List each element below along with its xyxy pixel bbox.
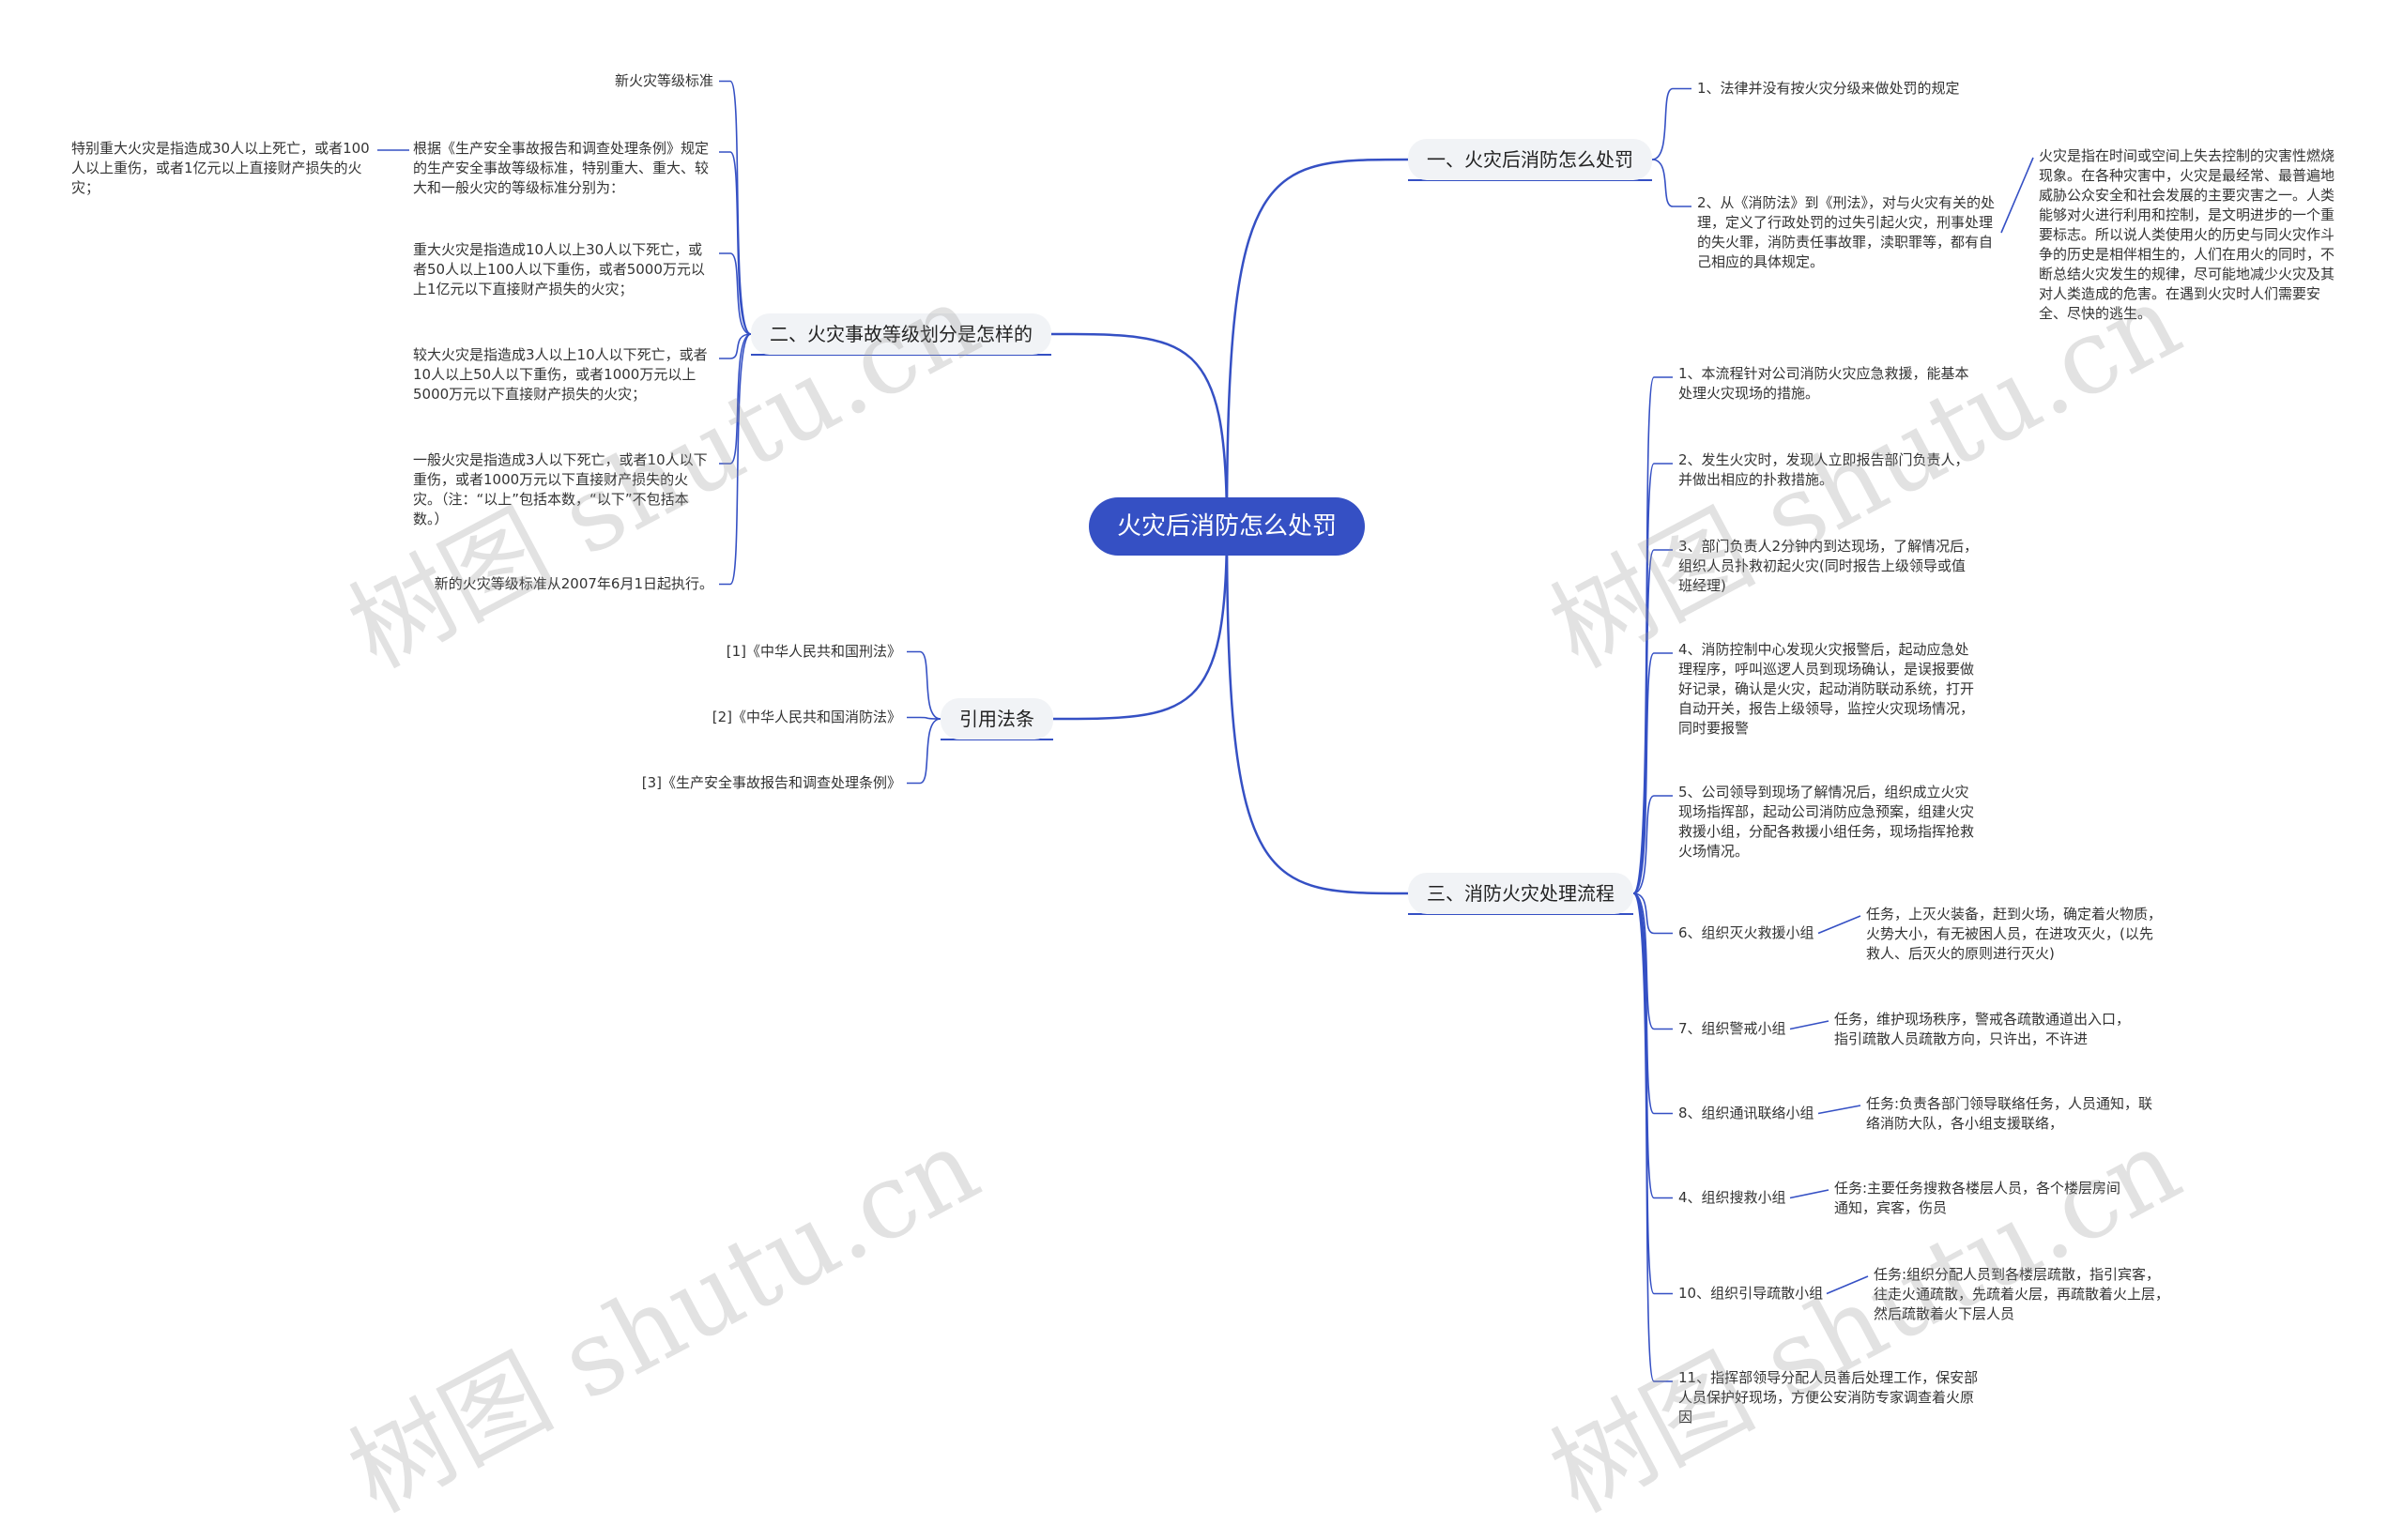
child-link	[1632, 892, 1673, 1295]
process-step[interactable]: 4、组织搜救小组	[1678, 1189, 1786, 1206]
connector-lines	[377, 80, 2034, 1382]
task-note[interactable]: 任务:组织分配人员到各楼层疏散，指引宾客，往走火通疏散，先疏着火层，再疏散着火上…	[1874, 1266, 2170, 1322]
level-subnote[interactable]: 特别重大火灾是指造成30人以上死亡，或者100人以上重伤，或者1亿元以上直接财产…	[71, 140, 370, 196]
process-step[interactable]: 6、组织灭火救援小组	[1678, 924, 1814, 941]
child-link	[719, 80, 752, 335]
child-link	[1632, 463, 1673, 894]
mindmap-canvas: 火灾后消防怎么处罚 一、火灾后消防怎么处罚 1、法律并没有按火灾分级来做处罚的规…	[71, 72, 2335, 1535]
process-step[interactable]: 8、组织通讯联络小组	[1678, 1105, 1814, 1121]
child-link	[1632, 892, 1673, 1382]
child-link	[907, 718, 941, 785]
child-link	[907, 650, 941, 720]
root-branch-link	[1052, 526, 1229, 721]
level-item[interactable]: 根据《生产安全事故报告和调查处理条例》规定的生产安全事故等级标准，特别重大、重大…	[413, 140, 710, 196]
task-note[interactable]: 任务:主要任务搜救各楼层人员，各个楼层房间通知，宾客，伤员	[1834, 1180, 2121, 1216]
note-link	[1789, 1020, 1829, 1030]
process-step[interactable]: 10、组织引导疏散小组	[1678, 1285, 1824, 1302]
child-link	[1651, 159, 1691, 207]
law-item[interactable]: [3]《生产安全事故报告和调查处理条例》	[641, 774, 901, 791]
note-link	[1817, 915, 1861, 935]
process-step[interactable]: 1、本流程针对公司消防火灾应急救援，能基本处理火灾现场的措施。	[1678, 365, 1969, 402]
child-link	[719, 252, 752, 335]
child-link	[1632, 549, 1673, 894]
child-link	[719, 151, 752, 335]
child-link	[719, 333, 752, 465]
root-branch-link	[1225, 526, 1409, 895]
process-step[interactable]: 11、指挥部领导分配人员善后处理工作，保安部人员保护好现场，方便公安消防专家调查…	[1678, 1369, 1979, 1426]
child-link	[719, 333, 752, 586]
penalty-item[interactable]: 2、从《消防法》到《刑法》，对与火灾有关的处理，定义了行政处罚的过失引起火灾，刑…	[1697, 194, 1996, 270]
note-link	[2000, 157, 2034, 234]
note-link	[1817, 1105, 1861, 1115]
level-item[interactable]: 较大火灾是指造成3人以上10人以下死亡，或者10人以上50人以下重伤，或者100…	[413, 346, 708, 403]
level-item[interactable]: 重大火灾是指造成10人以上30人以下死亡，或者50人以上100人以下重伤，或者5…	[413, 241, 705, 297]
task-note[interactable]: 任务:负责各部门领导联络任务，人员通知，联络消防大队，各小组支援联络，	[1866, 1095, 2153, 1132]
child-link	[1632, 892, 1673, 1030]
level-item[interactable]: 新火灾等级标准	[614, 72, 713, 89]
branch-cited-laws[interactable]: 引用法条	[941, 698, 1053, 740]
level-item[interactable]: 一般火灾是指造成3人以下死亡，或者10人以下重伤，或者1000万元以下直接财产损…	[413, 451, 708, 527]
child-link	[1632, 892, 1673, 935]
process-step[interactable]: 7、组织警戒小组	[1678, 1020, 1786, 1037]
note-link	[1789, 1189, 1829, 1199]
penalty-item[interactable]: 1、法律并没有按火灾分级来做处罚的规定	[1697, 80, 1960, 97]
root-node[interactable]: 火灾后消防怎么处罚	[1089, 497, 1366, 556]
task-note[interactable]: 任务，维护现场秩序，警戒各疏散通道出入口，指引疏散人员疏散方向，只许出，不许进	[1834, 1011, 2131, 1047]
process-step[interactable]: 5、公司领导到现场了解情况后，组织成立火灾现场指挥部，起动公司消防应急预案，组建…	[1678, 784, 1975, 860]
child-link	[1632, 652, 1673, 894]
process-step[interactable]: 2、发生火灾时，发现人立即报告部门负责人，并做出相应的扑救措施。	[1678, 451, 1969, 488]
branch-penalty[interactable]: 一、火灾后消防怎么处罚	[1408, 139, 1652, 180]
child-link	[1632, 376, 1673, 894]
root-branch-link	[1050, 332, 1229, 527]
child-link	[1632, 892, 1673, 1115]
note-link	[1826, 1275, 1869, 1295]
branch-process[interactable]: 三、消防火灾处理流程	[1408, 873, 1633, 914]
level-item[interactable]: 新的火灾等级标准从2007年6月1日起执行。	[434, 575, 713, 592]
root-branch-link	[1225, 158, 1409, 527]
process-step[interactable]: 3、部门负责人2分钟内到达现场，了解情况后，组织人员扑救初起火灾(同时报告上级领…	[1678, 538, 1979, 594]
law-item[interactable]: [1]《中华人民共和国刑法》	[726, 643, 901, 660]
child-link	[1632, 892, 1673, 1199]
child-link	[1651, 87, 1691, 160]
law-item[interactable]: [2]《中华人民共和国消防法》	[712, 709, 901, 725]
fire-definition-note[interactable]: 火灾是指在时间或空间上失去控制的灾害性燃烧现象。在各种灾害中，火灾是最经常、最普…	[2039, 147, 2335, 322]
task-note[interactable]: 任务，上灭火装备，赶到火场，确定着火物质，火势大小，有无被困人员，在进攻灭火，(…	[1866, 906, 2163, 962]
process-step[interactable]: 4、消防控制中心发现火灾报警后，起动应急处理程序，呼叫巡逻人员到现场确认，是误报…	[1678, 641, 1975, 737]
child-link	[907, 716, 941, 720]
child-link	[1632, 795, 1673, 894]
branch-fire-levels[interactable]: 二、火灾事故等级划分是怎样的	[751, 313, 1051, 355]
child-link	[719, 333, 752, 359]
